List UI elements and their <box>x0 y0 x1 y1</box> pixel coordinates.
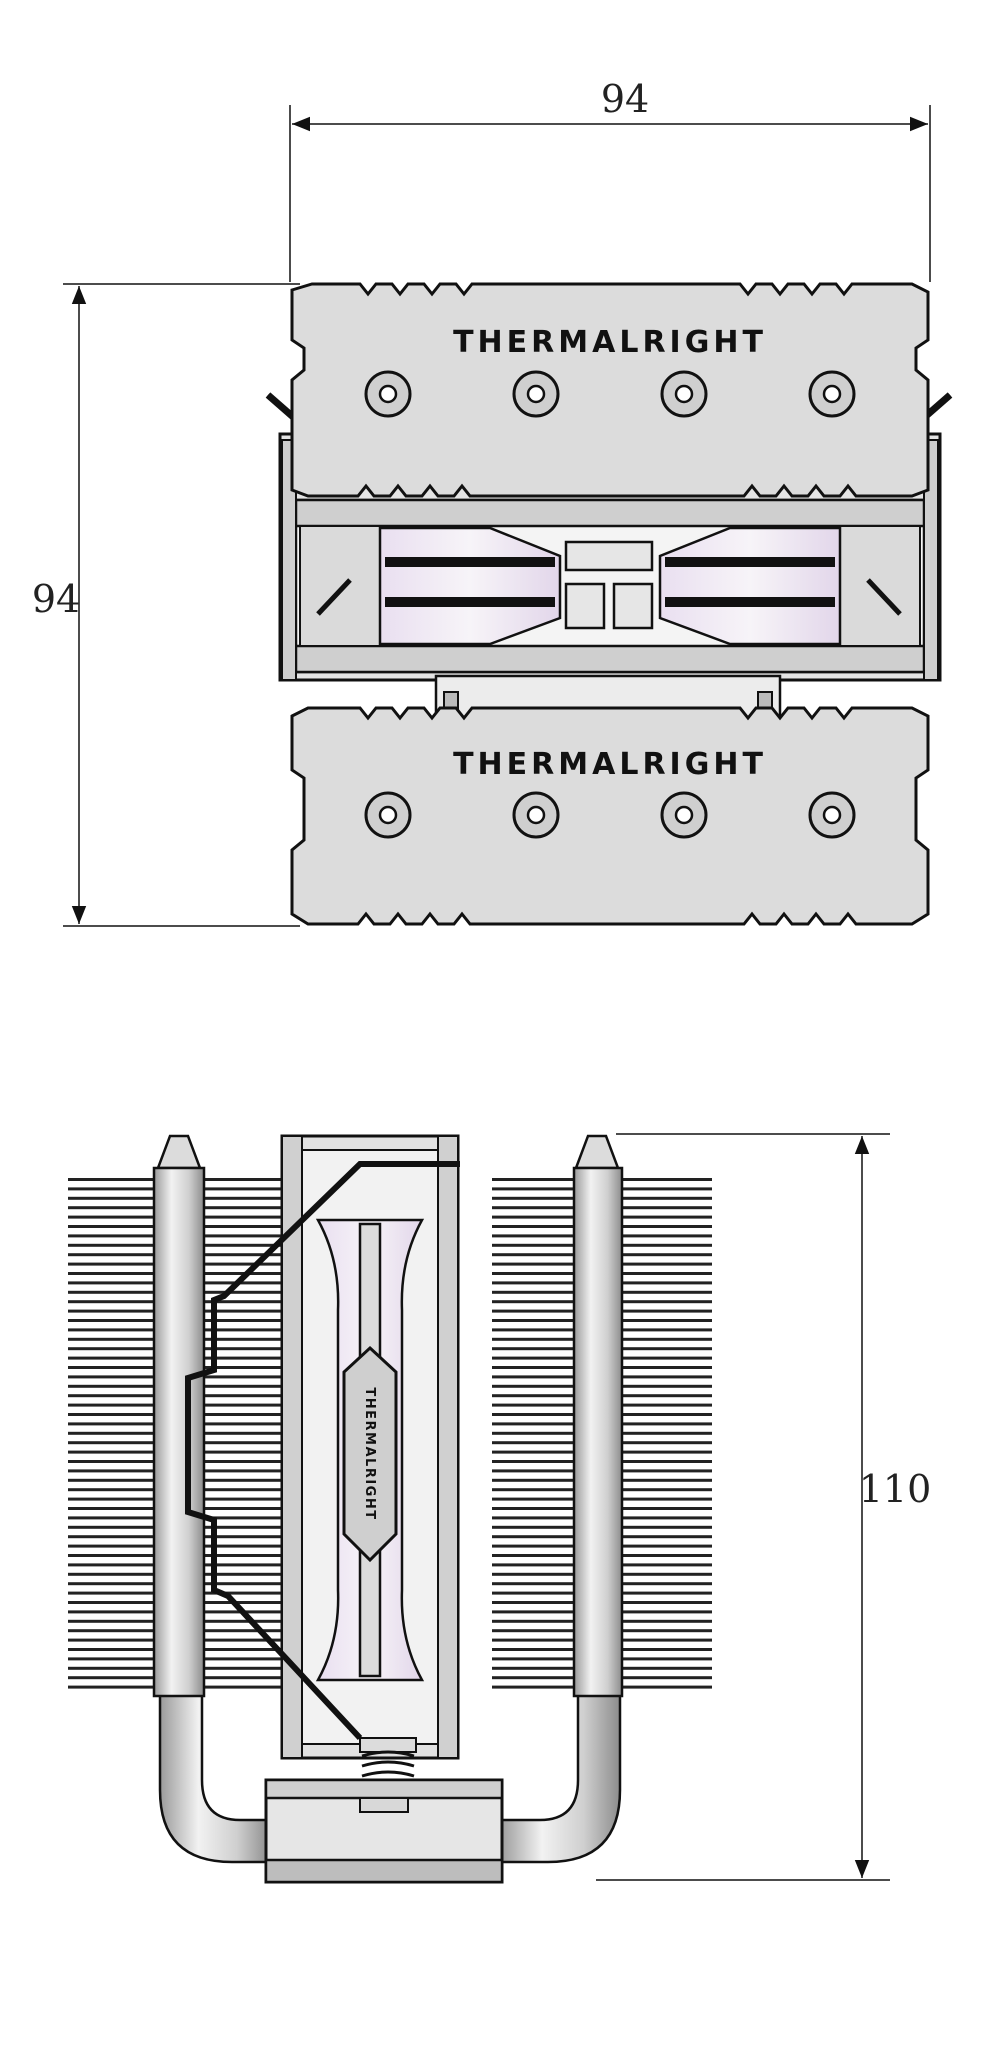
width-dimension-label: 94 <box>601 77 649 121</box>
top-view: 94 94 <box>32 77 953 927</box>
width-dimension: 94 <box>289 77 931 282</box>
fan-side: THERMALRIGHT <box>280 1134 460 1760</box>
side-height-dimension: 110 <box>596 1133 932 1881</box>
side-height-dimension-label: 110 <box>859 1467 932 1511</box>
heatpipe-ends-lower <box>364 791 856 839</box>
brand-logo-lower: THERMALRIGHT <box>453 747 767 782</box>
side-view: 110 THERMALRIGHT <box>68 1133 932 1884</box>
brand-logo-side: THERMALRIGHT <box>362 1387 377 1520</box>
heatpipes-u <box>158 1688 622 1864</box>
cooler-base <box>264 1778 504 1884</box>
fin-stack-lower: THERMALRIGHT <box>290 706 930 926</box>
brand-logo-upper: THERMALRIGHT <box>453 325 767 360</box>
height-dimension-label: 94 <box>32 577 80 621</box>
height-dimension: 94 <box>32 283 300 927</box>
fin-stack-upper: THERMALRIGHT <box>290 282 930 498</box>
heatpipe-columns <box>152 1134 624 1698</box>
heatpipe-ends-upper <box>364 370 856 418</box>
mounting-spring <box>359 1737 417 1788</box>
fan-clip-wire <box>185 1161 460 1741</box>
